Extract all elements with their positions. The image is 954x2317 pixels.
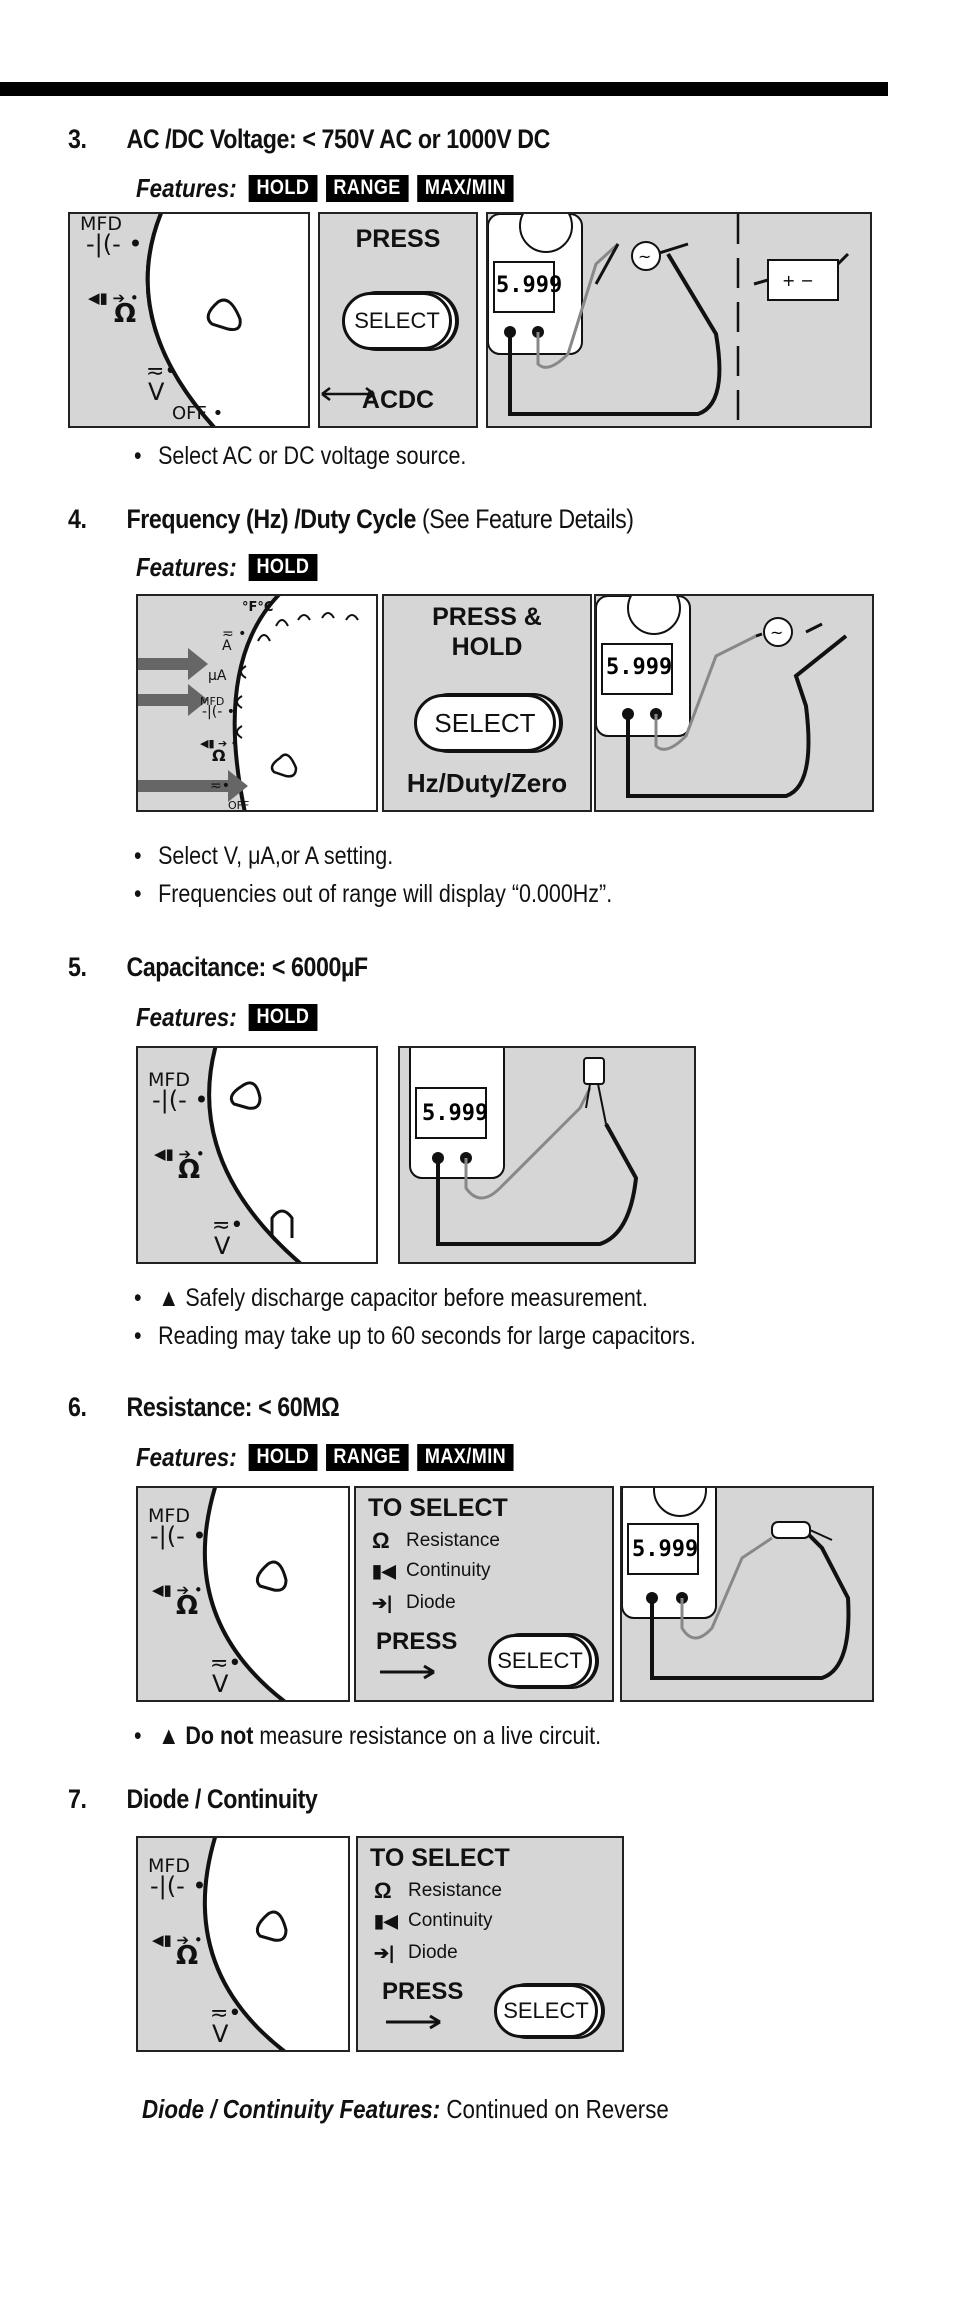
select-button[interactable]: SELECT <box>488 1634 592 1688</box>
section-6-features: Features: HOLD RANGE MAX/MIN <box>136 1442 522 1473</box>
top-rule <box>0 82 888 96</box>
section-6-title: 6.Resistance: < 60MΩ <box>68 1392 340 1422</box>
ohm-icon: Ω <box>374 1878 392 1903</box>
maxmin-badge: MAX/MIN <box>417 175 514 202</box>
select-button[interactable]: SELECT <box>494 1984 598 2038</box>
section-6-dial-panel: MFD -|(- • ◀▮ ➔ • Ω ≂• V <box>136 1486 350 1702</box>
section-5-bullet-2: •Reading may take up to 60 seconds for l… <box>134 1322 696 1350</box>
section-4-press-panel: PRESS &HOLD SELECT Hz/Duty/Zero <box>382 594 592 812</box>
rotary-dial-icon <box>202 1838 348 2050</box>
warning-icon: ▲ <box>158 1722 186 1750</box>
section-5-title: 5.Capacitance: < 6000µF <box>68 952 368 982</box>
warning-icon: ▲ <box>158 1284 186 1312</box>
section-3-bullet: •Select AC or DC voltage source. <box>134 442 467 470</box>
continuity-icon: ▮◀ <box>374 1910 398 1931</box>
svg-text:5.999: 5.999 <box>606 655 672 680</box>
hold-badge: HOLD <box>248 1444 318 1471</box>
rotary-dial-icon <box>202 1488 348 1700</box>
section-3-features: Features: HOLD RANGE MAX/MIN <box>136 173 522 204</box>
svg-text:5.999: 5.999 <box>422 1101 488 1126</box>
section-5-bullet-1: •▲ Safely discharge capacitor before mea… <box>134 1284 648 1312</box>
continuity-icon: ▮◀ <box>372 1560 396 1581</box>
section-6-meter-panel: 5.999 <box>620 1486 874 1702</box>
hold-badge: HOLD <box>248 554 318 581</box>
range-badge: RANGE <box>325 175 409 202</box>
section-3-press-panel: PRESS SELECT AC DC <box>318 212 478 428</box>
section-7-dial-panel: MFD -|(- • ◀▮ ➔ • Ω ≂• V <box>136 1836 350 2052</box>
select-button[interactable]: SELECT <box>414 694 556 752</box>
svg-text:5.999: 5.999 <box>632 1537 698 1562</box>
section-4-bullet-2: •Frequencies out of range will display “… <box>134 880 613 908</box>
range-badge: RANGE <box>325 1444 409 1471</box>
reverse-note: Diode / Continuity Features: Continued o… <box>142 2094 669 2124</box>
section-4-features: Features: HOLD <box>136 552 326 583</box>
section-5-dial-panel: MFD -|(- • ◀▮ ➔ • Ω ≂• V <box>136 1046 378 1264</box>
rotary-dial-icon <box>207 1048 376 1262</box>
section-4-bullet-1: •Select V, μA,or A setting. <box>134 842 394 870</box>
section-6-bullet: •▲ Do not measure resistance on a live c… <box>134 1722 602 1750</box>
multimeter-ac-dc-diagram: 5.999 ~ + − <box>488 214 850 426</box>
ohm-icon: Ω <box>372 1528 390 1553</box>
section-5-features: Features: HOLD <box>136 1002 326 1033</box>
maxmin-badge: MAX/MIN <box>417 1444 514 1471</box>
section-7-title: 7.Diode / Continuity <box>68 1784 318 1814</box>
multimeter-capacitor-diagram: 5.999 <box>409 1048 639 1246</box>
hold-badge: HOLD <box>248 1004 318 1031</box>
svg-text:5.999: 5.999 <box>496 273 562 298</box>
section-3-dial-panel: MFD -|(- • ◀▮ ➔ • Ω ≂• V OFF • <box>68 212 310 428</box>
multimeter-frequency-diagram: 5.999 ~ <box>596 596 848 798</box>
section-5-meter-panel: 5.999 <box>398 1046 696 1264</box>
diode-icon: ➔| <box>372 1592 393 1613</box>
section-3-meter-panel: 5.999 ~ + − <box>486 212 872 428</box>
section-4-title: 4.Frequency (Hz) /Duty Cycle (See Featur… <box>68 504 634 534</box>
multimeter-resistor-diagram: 5.999 <box>622 1488 851 1680</box>
svg-text:~: ~ <box>638 247 651 266</box>
hold-badge: HOLD <box>248 175 318 202</box>
diode-icon: ➔| <box>374 1942 395 1963</box>
svg-text:~: ~ <box>770 623 783 642</box>
rotary-dial-arrows-icon <box>138 596 376 810</box>
select-button[interactable]: SELECT <box>342 292 452 350</box>
section-3-title: 3.AC /DC Voltage: < 750V AC or 1000V DC <box>68 124 550 154</box>
rotary-dial-icon <box>145 214 308 426</box>
svg-text:+ −: + − <box>782 271 814 290</box>
section-4-meter-panel: 5.999 ~ <box>594 594 874 812</box>
section-4-dial-panel: °F°C ≂ • A μA MFD -|(- • ◀▮ ➔ • Ω ≂• OFF <box>136 594 378 812</box>
